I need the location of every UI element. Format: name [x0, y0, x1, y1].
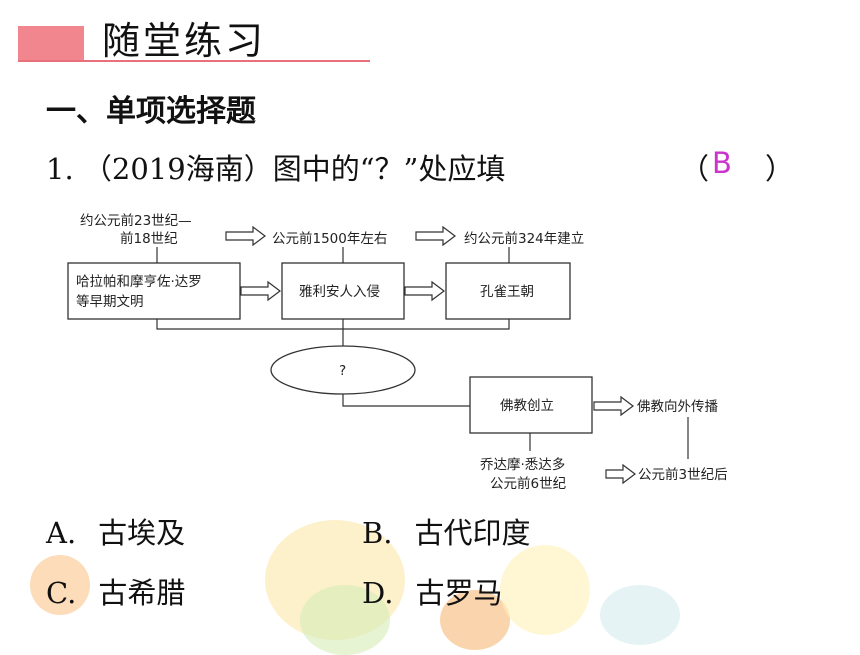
- time-label-1a: 约公元前23世纪—: [80, 212, 192, 229]
- option-d-letter: D.: [362, 576, 394, 610]
- box-maurya: [445, 262, 571, 320]
- box-buddhism-label: 佛教创立: [500, 398, 554, 414]
- decor-circle-orange-2: [440, 590, 510, 650]
- history-diagram: 约公元前23世纪— 前18世纪 公元前1500年左右 约公元前324年建立 哈拉…: [67, 212, 728, 492]
- hollow-arrow-spread: [593, 395, 634, 417]
- box-harappa-line1: 哈拉帕和摩亨佐·达罗: [76, 273, 202, 290]
- option-b-letter: B.: [362, 516, 393, 550]
- page-title: 随堂练习: [102, 19, 267, 63]
- box-aryan: [281, 262, 405, 320]
- hollow-arrow-after: [605, 463, 636, 485]
- option-d-text: 古罗马: [415, 576, 503, 610]
- oval-label: ?: [339, 363, 346, 379]
- question-text: 1. （2019海南）图中的“？”处应填: [46, 152, 506, 186]
- hollow-arrow-top-2: [415, 225, 456, 247]
- option-a[interactable]: A. 古埃及: [46, 510, 185, 552]
- option-c-text: 古希腊: [98, 576, 186, 610]
- option-b-text: 古代印度: [414, 516, 531, 550]
- box-buddhism: [469, 376, 593, 434]
- spread-label: 佛教向外传播: [637, 399, 718, 415]
- option-c-letter: C.: [46, 576, 77, 610]
- hollow-arrow-top-1: [225, 225, 266, 247]
- founder-label-1: 乔达摩·悉达多: [480, 456, 565, 473]
- header-underline: [18, 60, 370, 62]
- decor-circle-orange: [30, 555, 90, 615]
- box-harappa: [67, 262, 241, 320]
- decor-circle-green: [300, 585, 390, 655]
- answer-paren-close: ）: [765, 152, 795, 186]
- time-label-3: 约公元前324年建立: [464, 230, 584, 247]
- founder-label-2: 公元前6世纪: [490, 475, 566, 492]
- after-label: 公元前3世纪后: [638, 466, 728, 483]
- header-accent-bar: [18, 26, 84, 60]
- hollow-arrow-mid-2: [404, 280, 445, 302]
- time-label-2: 公元前1500年左右: [272, 230, 387, 247]
- box-harappa-line2: 等早期文明: [76, 293, 144, 310]
- option-c[interactable]: C. 古希腊: [46, 570, 185, 612]
- option-d[interactable]: D. 古罗马: [362, 570, 502, 612]
- decor-circle-yellow-2: [500, 545, 590, 635]
- option-b[interactable]: B. 古代印度: [362, 510, 531, 552]
- box-maurya-label: 孔雀王朝: [480, 284, 534, 300]
- box-aryan-label: 雅利安人入侵: [299, 283, 380, 300]
- answer-paren-open: （: [680, 152, 710, 186]
- option-a-letter: A.: [46, 516, 77, 550]
- answer-letter: B: [712, 146, 732, 180]
- time-label-1b: 前18世纪: [120, 230, 178, 247]
- decor-circle-teal: [600, 585, 680, 645]
- option-a-text: 古埃及: [98, 516, 186, 550]
- hollow-arrow-mid-1: [240, 280, 281, 302]
- section-title: 一、单项选择题: [46, 94, 256, 129]
